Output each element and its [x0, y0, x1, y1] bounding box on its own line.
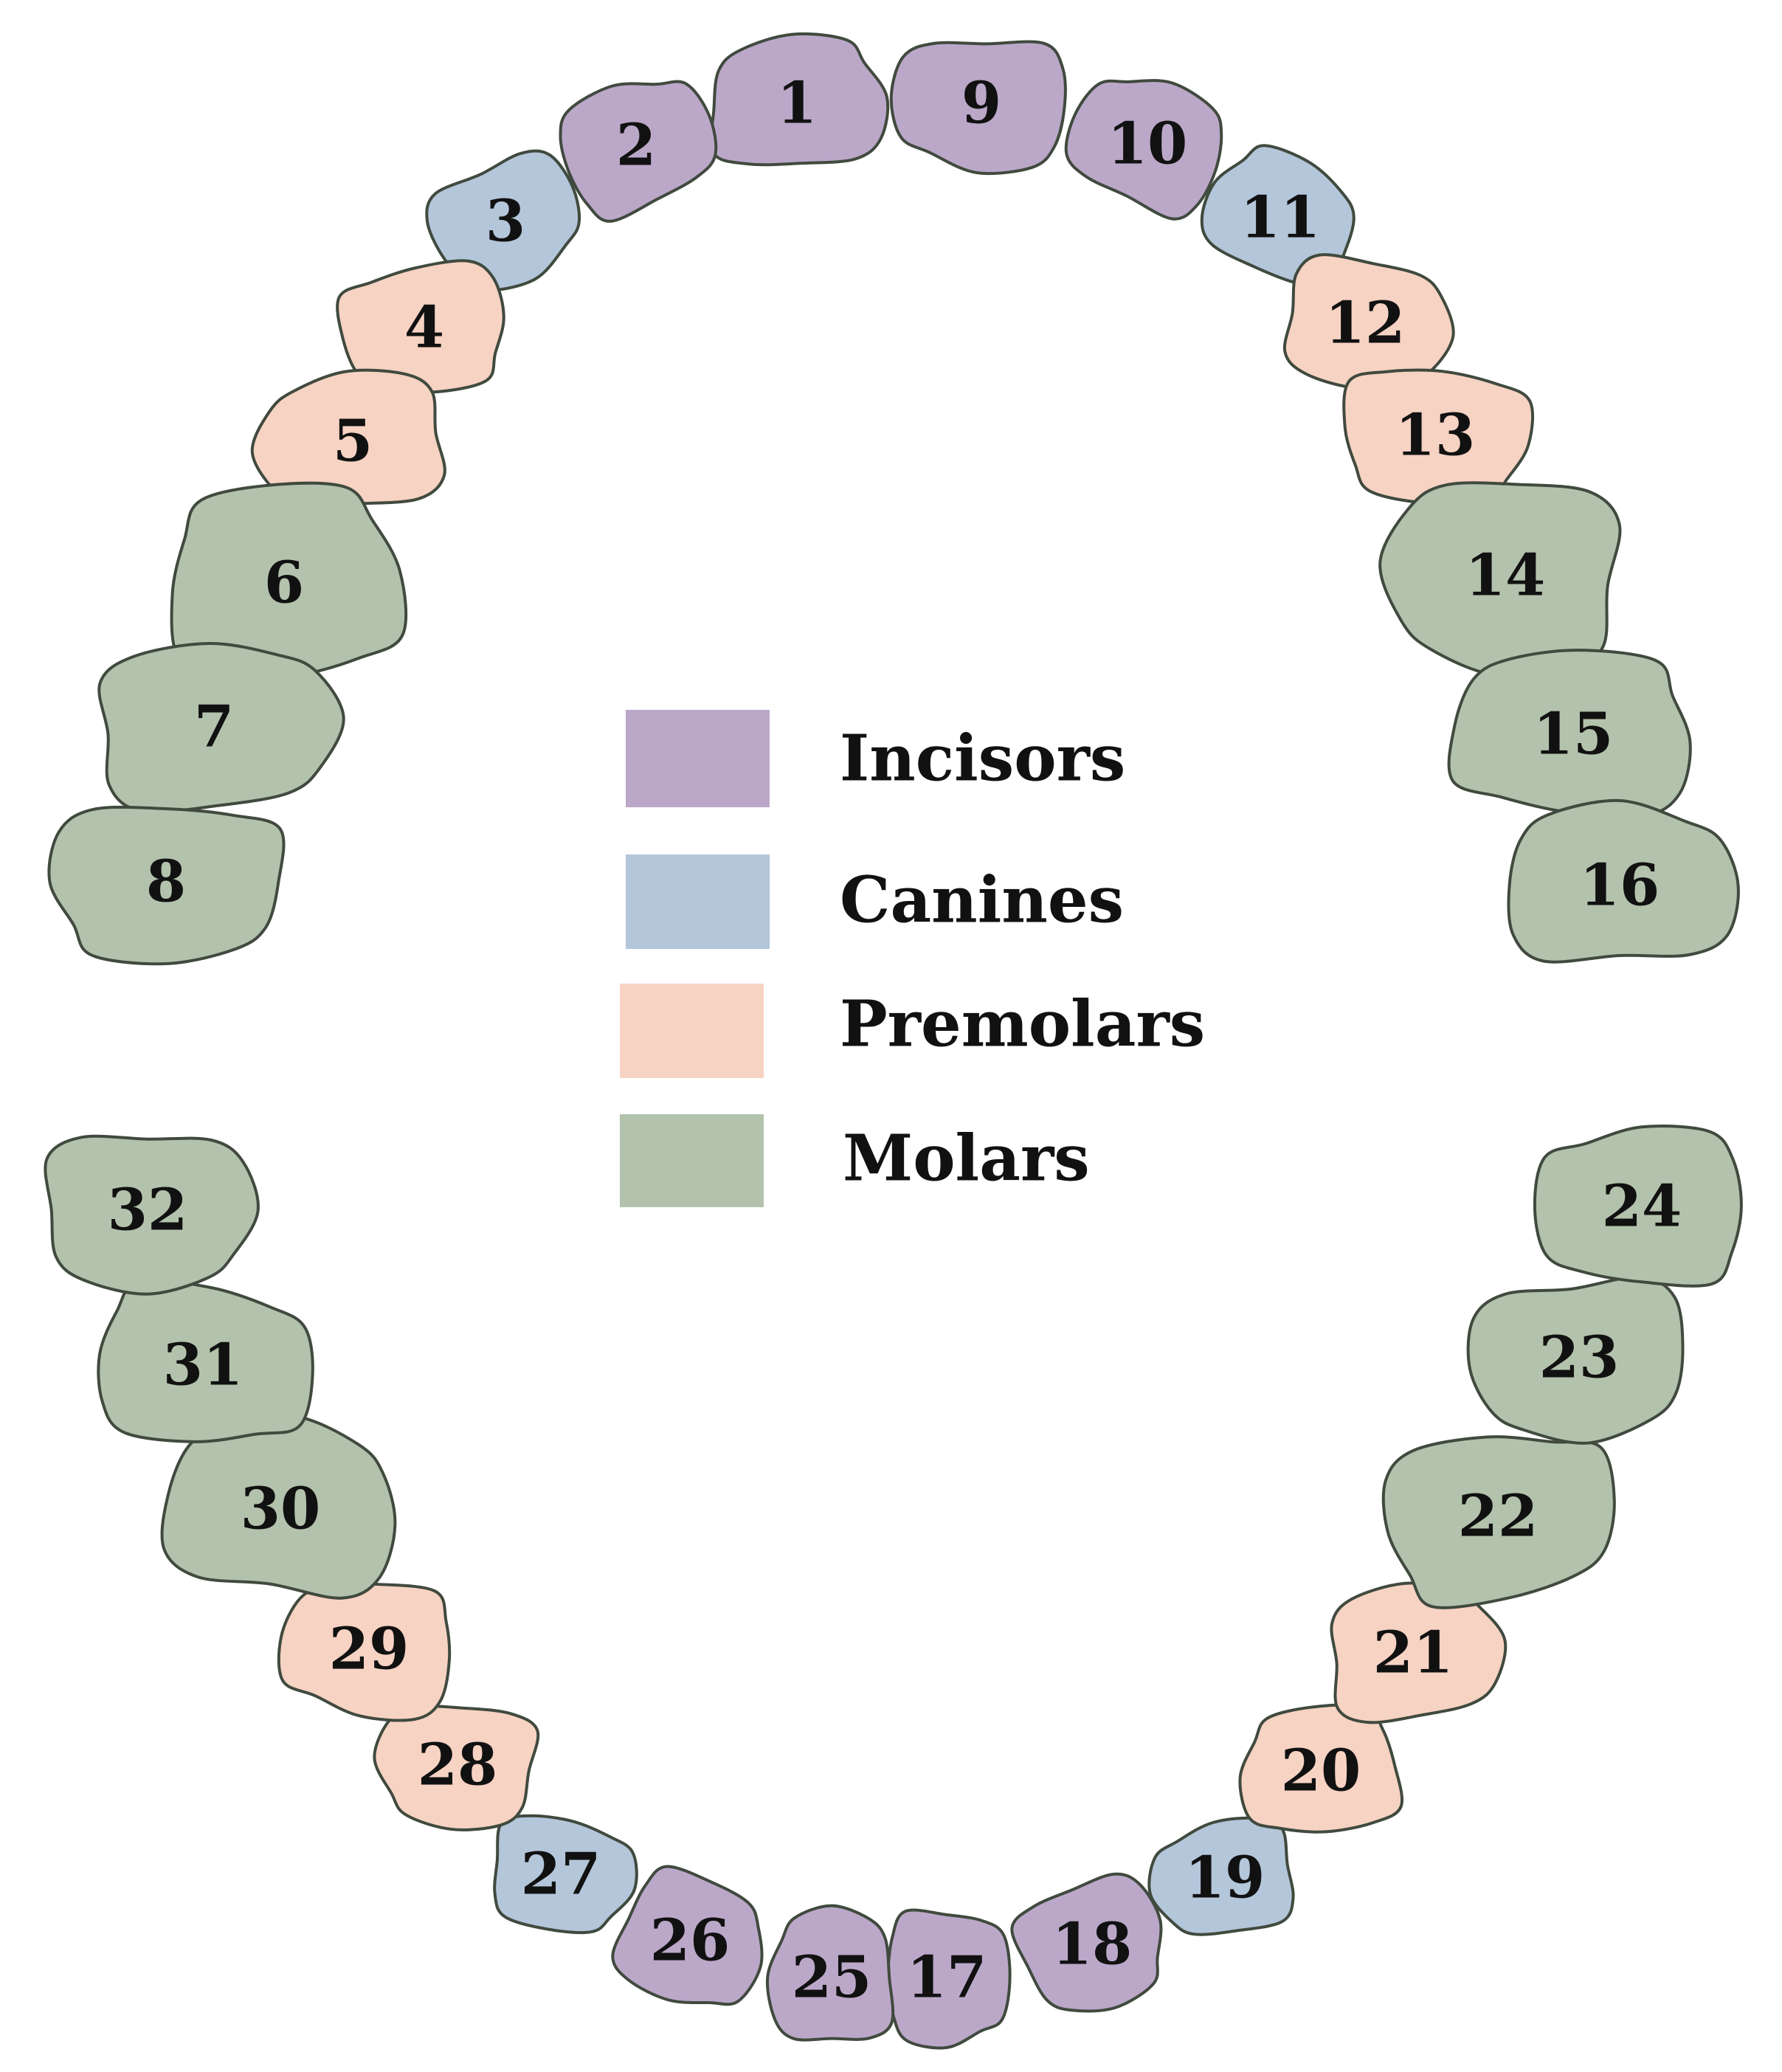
legend-label-incisor: Incisors [840, 722, 1125, 796]
tooth-number-label: 31 [163, 1332, 244, 1399]
canine-tooth-shape [493, 1814, 638, 1935]
legend-label-canine: Canines [840, 863, 1124, 938]
tooth-number-label: 14 [1465, 542, 1546, 609]
premolar-tooth-shape [336, 259, 505, 394]
incisor-tooth-shape [1010, 1872, 1163, 2013]
premolar-tooth-shape [277, 1582, 452, 1722]
incisor-tooth-shape [765, 1904, 895, 2042]
tooth-number-label: 32 [108, 1177, 188, 1244]
tooth-32: 32 [44, 1134, 260, 1296]
legend-label-molar: Molars [843, 1122, 1090, 1196]
tooth-number-label: 16 [1580, 852, 1660, 919]
tooth-18: 18 [1010, 1872, 1163, 2013]
molar-tooth-shape [170, 481, 408, 679]
molar-tooth-shape [44, 1134, 260, 1296]
tooth-number-label: 10 [1108, 110, 1188, 177]
tooth-9: 9 [889, 40, 1067, 176]
tooth-number-label: 30 [241, 1476, 321, 1543]
tooth-number-label: 19 [1185, 1845, 1265, 1912]
tooth-number-label: 29 [329, 1616, 410, 1683]
tooth-29: 29 [277, 1582, 452, 1722]
legend-swatch-premolar [620, 984, 764, 1078]
canine-tooth-shape [425, 149, 581, 292]
tooth-27: 27 [493, 1814, 638, 1935]
tooth-number-label: 12 [1325, 290, 1406, 357]
tooth-number-label: 4 [404, 294, 444, 362]
molar-tooth-shape [1507, 798, 1740, 964]
tooth-number-label: 7 [194, 694, 234, 761]
tooth-number-label: 26 [650, 1907, 731, 1975]
tooth-22: 22 [1381, 1435, 1616, 1609]
tooth-3: 3 [425, 149, 581, 292]
tooth-number-label: 18 [1052, 1911, 1133, 1978]
tooth-8: 8 [47, 805, 286, 966]
tooth-number-label: 28 [418, 1732, 498, 1799]
molar-tooth-shape [1533, 1125, 1743, 1288]
incisor-tooth-shape [889, 40, 1067, 176]
molar-tooth-shape [47, 805, 286, 966]
tooth-26: 26 [611, 1865, 764, 2006]
tooth-number-label: 17 [907, 1944, 987, 2011]
tooth-11: 11 [1200, 144, 1356, 291]
molar-tooth-shape [97, 1278, 314, 1443]
tooth-15: 15 [1447, 649, 1692, 819]
legend-label-premolar: Premolars [840, 987, 1205, 1062]
tooth-number-label: 27 [521, 1841, 601, 1908]
legend-item-incisor: Incisors [626, 710, 1125, 807]
molar-tooth-shape [97, 642, 345, 814]
molar-tooth-shape [160, 1414, 397, 1600]
tooth-16: 16 [1507, 798, 1740, 964]
legend-swatch-canine [626, 854, 770, 949]
tooth-28: 28 [373, 1705, 540, 1831]
tooth-number-label: 11 [1240, 184, 1321, 251]
tooth-number-label: 25 [792, 1944, 872, 2011]
legend-item-canine: Canines [626, 854, 1124, 949]
tooth-13: 13 [1342, 368, 1535, 507]
tooth-23: 23 [1466, 1275, 1685, 1445]
tooth-4: 4 [336, 259, 505, 394]
tooth-25: 25 [765, 1904, 895, 2042]
legend-item-molar: Molars [620, 1114, 1090, 1207]
tooth-number-label: 23 [1539, 1325, 1620, 1392]
incisor-tooth-shape [709, 32, 890, 167]
tooth-1: 1 [709, 32, 890, 167]
tooth-number-label: 3 [486, 187, 525, 255]
tooth-2: 2 [559, 80, 718, 223]
tooth-number-label: 22 [1458, 1483, 1538, 1550]
tooth-number-label: 1 [777, 70, 817, 137]
incisor-tooth-shape [1064, 79, 1223, 221]
tooth-number-label: 9 [961, 70, 1001, 137]
tooth-number-label: 5 [333, 408, 373, 475]
tooth-number-label: 6 [264, 550, 304, 617]
tooth-5: 5 [250, 368, 446, 508]
legend-swatch-molar [620, 1114, 764, 1207]
tooth-17: 17 [886, 1908, 1012, 2050]
legend-item-premolar: Premolars [620, 984, 1205, 1078]
molar-tooth-shape [1381, 1435, 1616, 1609]
premolar-tooth-shape [373, 1705, 540, 1831]
tooth-number-label: 13 [1395, 402, 1476, 469]
tooth-14: 14 [1378, 481, 1622, 679]
tooth-6: 6 [170, 481, 408, 679]
tooth-number-label: 8 [146, 849, 186, 916]
incisor-tooth-shape [559, 80, 718, 223]
incisor-tooth-shape [611, 1865, 764, 2006]
tooth-number-label: 2 [616, 112, 656, 179]
tooth-10: 10 [1064, 79, 1223, 221]
tooth-7: 7 [97, 642, 345, 814]
premolar-tooth-shape [250, 368, 446, 508]
tooth-20: 20 [1238, 1703, 1403, 1834]
tooth-24: 24 [1533, 1125, 1743, 1288]
tooth-number-label: 24 [1602, 1173, 1682, 1240]
tooth-number-label: 20 [1281, 1738, 1361, 1805]
tooth-number-label: 15 [1533, 701, 1614, 768]
tooth-30: 30 [160, 1414, 397, 1600]
tooth-number-label: 21 [1373, 1620, 1454, 1687]
legend-swatch-incisor [626, 710, 770, 807]
tooth-31: 31 [97, 1278, 314, 1443]
